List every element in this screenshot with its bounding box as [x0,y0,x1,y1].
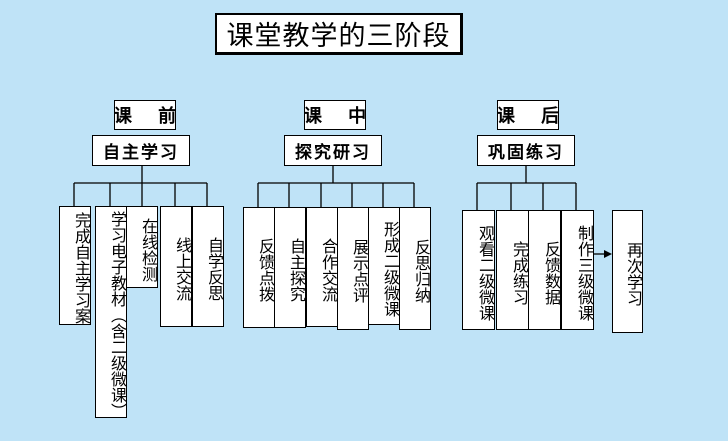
phase-label-during: 课 中 [304,100,366,130]
before-item-4: 线上交流 [160,206,192,327]
after-next-step: 再次学习 [612,210,643,333]
before-item-2: 学习电子教材（含二级微课） [95,206,127,419]
after-item-3: 反馈数据 [528,210,561,330]
phase-label-after: 课 后 [497,100,559,130]
heading-practice: 巩固练习 [477,135,575,166]
during-item-1: 反馈点拨 [243,207,275,328]
phase-label-before: 课 前 [114,100,176,130]
after-item-4: 制作三级微课 [561,210,594,330]
arrow-head [604,250,612,258]
heading-inquiry: 探究研习 [284,135,382,166]
diagram-title: 课堂教学的三阶段 [215,13,463,55]
during-item-6: 反思归纳 [399,207,431,330]
after-item-2: 完成练习 [496,210,529,330]
heading-self-study: 自主学习 [92,135,190,166]
before-item-5: 自学反思 [192,206,224,327]
after-item-1: 观看二级微课 [462,210,495,330]
before-item-1: 完成自主学习案 [59,206,91,325]
during-item-4: 展示点评 [337,207,369,330]
during-item-3: 合作交流 [306,207,338,327]
before-item-3: 在线检测 [126,206,158,288]
during-item-5: 形成二级微课 [368,207,400,325]
during-item-2: 自主探究 [274,207,306,328]
